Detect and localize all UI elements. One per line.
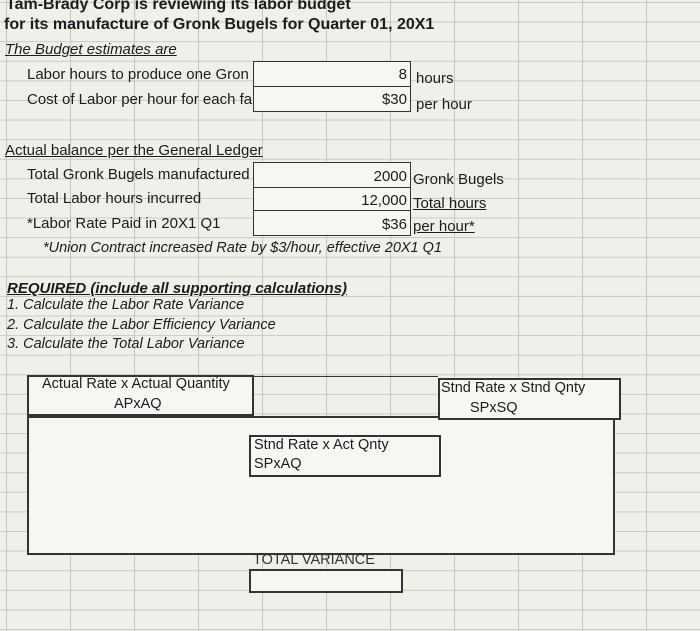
budget-cost-cell[interactable]: $30 [253, 86, 411, 112]
total-variance-label: TOTAL VARIANCE [253, 552, 375, 568]
standard-actual-title: Stnd Rate x Act Qnty [254, 437, 389, 453]
standard-actual-box[interactable] [249, 435, 441, 477]
actual-rate-value: $36 [381, 216, 407, 233]
actual-quantity-sub: APxAQ [114, 396, 162, 412]
budget-cost-label: Cost of Labor per hour for each fa [27, 91, 253, 108]
title-line-1: Tam-Brady Corp is reviewing its labor bu… [6, 0, 351, 13]
actual-rate-cell[interactable]: $36 [253, 210, 411, 236]
budget-hours-value: 8 [398, 66, 407, 83]
standard-quantity-title: Stnd Rate x Stnd Qnty [441, 380, 586, 396]
actual-hours-value: 12,000 [361, 192, 407, 209]
required-item-2: 2. Calculate the Labor Efficiency Varian… [7, 317, 276, 333]
union-note: *Union Contract increased Rate by $3/hou… [43, 240, 442, 256]
total-variance-cell[interactable] [249, 569, 403, 593]
budget-cost-value: $30 [381, 91, 407, 108]
actual-rate-unit: per hour* [413, 218, 475, 235]
budget-hours-unit: hours [416, 70, 454, 87]
actual-total-value: 2000 [373, 168, 407, 185]
actual-quantity-title: Actual Rate x Actual Quantity [42, 376, 230, 392]
actual-heading: Actual balance per the General Ledger [5, 142, 263, 159]
actual-total-label: Total Gronk Bugels manufactured [27, 166, 250, 183]
actual-quantity-box[interactable] [27, 375, 254, 416]
budget-heading: The Budget estimates are [5, 41, 177, 58]
actual-hours-unit: Total hours [413, 195, 487, 212]
budget-hours-cell[interactable]: 8 [253, 61, 411, 87]
standard-actual-sub: SPxAQ [254, 456, 302, 472]
standard-quantity-sub: SPxSQ [470, 400, 518, 416]
required-item-1: 1. Calculate the Labor Rate Variance [7, 297, 245, 313]
budget-hours-label: Labor hours to produce one Gron [27, 66, 249, 83]
standard-quantity-box[interactable] [438, 378, 621, 420]
title-line-2: for its manufacture of Gronk Bugels for … [4, 16, 435, 33]
required-item-3: 3. Calculate the Total Labor Variance [7, 336, 245, 352]
actual-rate-label: *Labor Rate Paid in 20X1 Q1 [27, 215, 221, 232]
budget-cost-unit: per hour [416, 96, 472, 113]
actual-total-unit: Gronk Bugels [413, 171, 504, 188]
actual-hours-cell[interactable]: 12,000 [253, 187, 411, 211]
required-heading: REQUIRED (include all supporting calcula… [7, 280, 348, 297]
actual-total-cell[interactable]: 2000 [253, 162, 411, 188]
top-connector-line [250, 376, 438, 378]
actual-hours-label: Total Labor hours incurred [27, 190, 202, 207]
